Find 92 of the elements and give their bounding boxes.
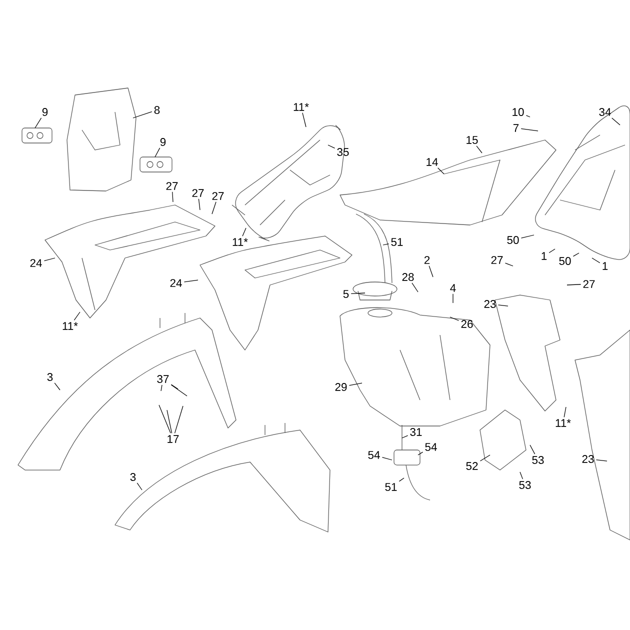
leader-line xyxy=(564,406,566,418)
leader-line xyxy=(592,258,600,264)
leader-line xyxy=(572,252,580,257)
leader-line xyxy=(44,258,56,262)
callout-number: 10 xyxy=(512,108,524,116)
leader-line xyxy=(526,115,530,118)
leader-line xyxy=(54,382,60,390)
leader-line xyxy=(350,292,366,294)
leader-line xyxy=(480,454,490,462)
leader-line xyxy=(548,248,556,254)
leader-line xyxy=(596,460,608,462)
callout-number: 27 xyxy=(192,189,204,197)
leader-line xyxy=(398,478,404,482)
leader-line xyxy=(438,168,444,174)
callout-number: 28 xyxy=(402,273,414,281)
callout-number: 31 xyxy=(410,428,422,436)
leader-line xyxy=(174,406,184,434)
leader-line xyxy=(452,294,454,304)
leader-line xyxy=(136,482,142,490)
leader-line xyxy=(158,404,171,434)
leader-line xyxy=(198,198,200,210)
leader-line xyxy=(504,262,514,266)
callout-number: 5 xyxy=(343,290,349,298)
callout-number: 27 xyxy=(166,182,178,190)
leader-line xyxy=(450,316,460,321)
leader-line xyxy=(34,118,42,128)
leader-line xyxy=(412,282,418,292)
callout-number: 37 xyxy=(157,375,169,383)
callout-number: 2 xyxy=(424,256,430,264)
callout-number: 27 xyxy=(491,256,503,264)
callout-number: 14 xyxy=(426,158,438,166)
callout-number: 9 xyxy=(42,108,48,116)
leader-line xyxy=(612,118,620,126)
callout-number: 54 xyxy=(425,443,437,451)
leader-line xyxy=(520,234,534,238)
callout-number: 11* xyxy=(294,103,309,111)
callout-number: 24 xyxy=(30,259,42,267)
leader-line xyxy=(132,111,152,118)
leader-line xyxy=(498,304,508,306)
callout-number: 3 xyxy=(130,473,136,481)
callout-number: 27 xyxy=(212,192,224,200)
callout-number: 27 xyxy=(583,280,595,288)
callout-number: 23 xyxy=(484,300,496,308)
callout-number: 9 xyxy=(160,138,166,146)
leader-line xyxy=(170,384,188,396)
leader-line xyxy=(328,144,336,148)
callout-number: 29 xyxy=(335,383,347,391)
callout-number: 11* xyxy=(62,322,78,330)
leader-line xyxy=(402,435,408,438)
leader-line xyxy=(154,148,160,158)
callout-number: 53 xyxy=(532,456,544,464)
callout-number: 23 xyxy=(582,455,594,463)
callout-number: 11* xyxy=(232,238,248,246)
leader-line xyxy=(242,228,246,236)
leader-line xyxy=(476,146,482,154)
leader-line xyxy=(172,192,174,202)
callout-number: 53 xyxy=(519,481,531,489)
leader-line xyxy=(382,243,390,246)
leader-line xyxy=(418,452,424,456)
leader-line xyxy=(160,384,162,392)
callout-number: 17 xyxy=(168,435,179,443)
callout-number: 54 xyxy=(368,451,380,459)
callout-number: 50 xyxy=(559,257,571,265)
callout-number: 35 xyxy=(337,148,349,156)
callout-number: 26 xyxy=(461,320,473,328)
leader-line xyxy=(212,202,216,214)
callout-number: 24 xyxy=(170,279,182,287)
leader-line xyxy=(170,384,178,390)
callout-number: 11* xyxy=(556,419,571,427)
leader-line xyxy=(520,472,524,480)
leader-line xyxy=(166,410,172,434)
leader-line xyxy=(530,444,536,454)
callout-number: 50 xyxy=(507,236,519,244)
callout-number: 15 xyxy=(466,136,478,144)
leader-line xyxy=(348,382,362,386)
callout-number: 7 xyxy=(513,124,519,132)
leader-line xyxy=(302,112,306,128)
callout-number: 34 xyxy=(599,108,611,116)
callout-number: 1 xyxy=(602,262,608,270)
leader-line xyxy=(520,128,538,132)
leader-line xyxy=(382,456,392,460)
callout-number: 3 xyxy=(47,373,53,381)
leader-line xyxy=(428,266,434,278)
callout-number: 1 xyxy=(542,252,547,260)
leader-line xyxy=(74,312,80,320)
callout-number: 52 xyxy=(466,462,478,470)
callout-number: 8 xyxy=(154,106,160,114)
callout-number: 4 xyxy=(450,284,456,292)
callout-number: 51 xyxy=(391,238,403,246)
leader-line xyxy=(184,280,198,282)
callout-number: 51 xyxy=(385,483,397,491)
leader-line xyxy=(566,284,582,286)
